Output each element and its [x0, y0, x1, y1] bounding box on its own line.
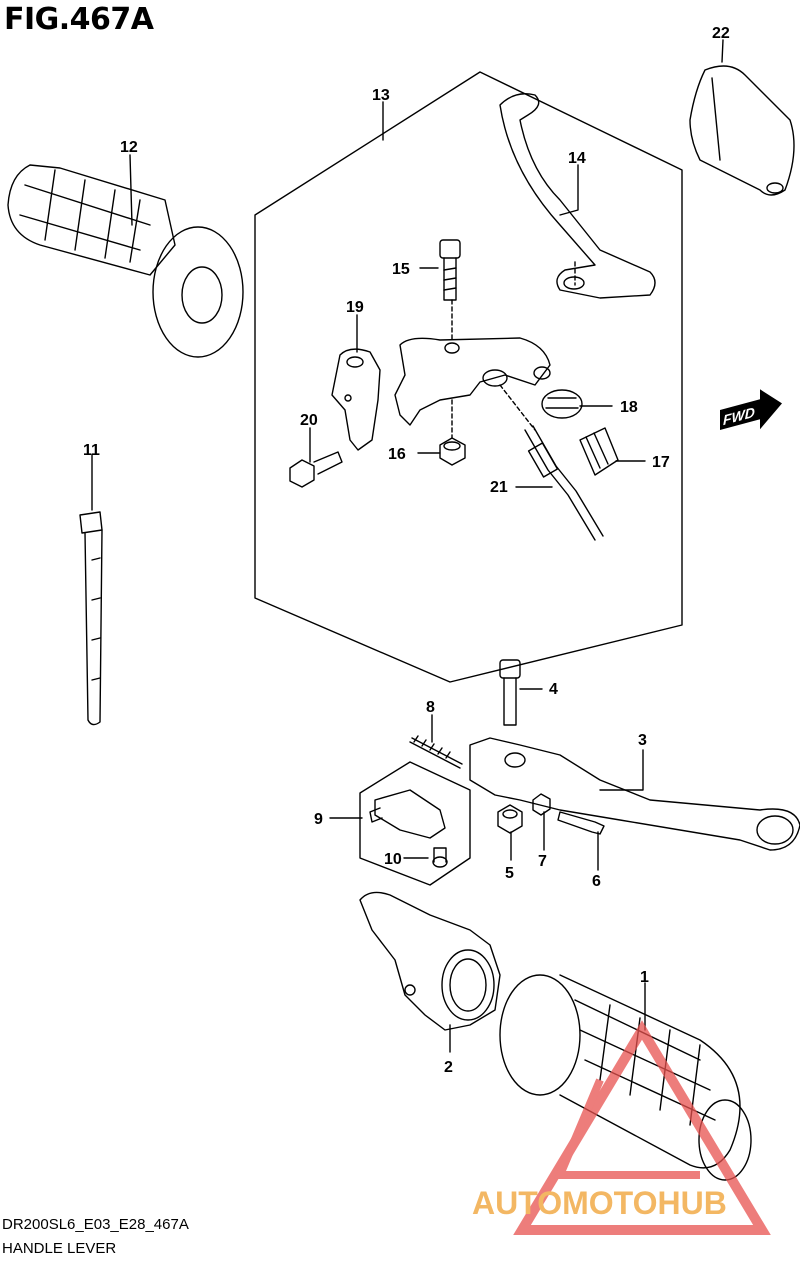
callout-12: 12	[120, 139, 138, 156]
callout-11: 11	[83, 442, 100, 459]
callout-5: 5	[505, 865, 514, 882]
callout-9: 9	[314, 811, 323, 828]
part-12-left-grip	[7, 164, 244, 358]
fwd-badge: FWD	[720, 389, 782, 430]
assembly-outline-13	[254, 71, 683, 683]
part-13-holder	[394, 337, 551, 426]
part-20-bolt	[289, 451, 343, 488]
callout-21: 21	[490, 479, 508, 496]
watermark-text: AUTOMOTOHUB	[472, 1185, 727, 1221]
part-3-lever	[469, 737, 800, 851]
callout-13: 13	[372, 87, 390, 104]
callout-1: 1	[640, 969, 649, 986]
callout-10: 10	[384, 851, 402, 868]
part-2-housing	[359, 891, 501, 1031]
part-11-tie-band	[79, 511, 103, 726]
figure-name: HANDLE LEVER	[2, 1240, 117, 1257]
part-6-screw	[557, 811, 605, 835]
callout-14: 14	[568, 150, 586, 167]
callout-6: 6	[592, 873, 601, 890]
callout-8: 8	[426, 699, 435, 716]
part-1-grip	[499, 974, 752, 1181]
watermark-logo: AUTOMOTOHUB	[472, 1020, 771, 1235]
part-16-nut	[439, 437, 466, 466]
callout-7: 7	[538, 853, 547, 870]
part-18-adjuster	[541, 389, 583, 419]
callout-2: 2	[444, 1059, 453, 1076]
callout-20: 20	[300, 412, 318, 429]
callout-17: 17	[652, 454, 670, 471]
part-10-screw	[432, 847, 448, 868]
figure-code: DR200SL6_E03_E28_467A	[2, 1216, 189, 1233]
callout-22: 22	[712, 25, 730, 42]
part-14-lever	[499, 93, 656, 299]
callout-3: 3	[638, 732, 647, 749]
part-19-clamp	[331, 348, 381, 451]
part-21-cable	[524, 425, 604, 541]
callout-4: 4	[549, 681, 558, 698]
part-17-adjuster	[579, 427, 619, 476]
callout-19: 19	[346, 299, 364, 316]
callout-16: 16	[388, 446, 406, 463]
assembly-outline-9	[359, 761, 471, 886]
part-8-spring	[409, 735, 463, 769]
part-22-lever-cover	[689, 65, 795, 196]
part-9-switch	[369, 789, 446, 839]
part-5-nut	[497, 804, 523, 834]
part-4-bolt	[499, 659, 521, 726]
figure-title: FIG.467A	[4, 2, 154, 37]
part-15-bolt	[439, 239, 461, 301]
part-7-nut	[532, 793, 551, 816]
callout-15: 15	[392, 261, 410, 278]
callout-18: 18	[620, 399, 638, 416]
